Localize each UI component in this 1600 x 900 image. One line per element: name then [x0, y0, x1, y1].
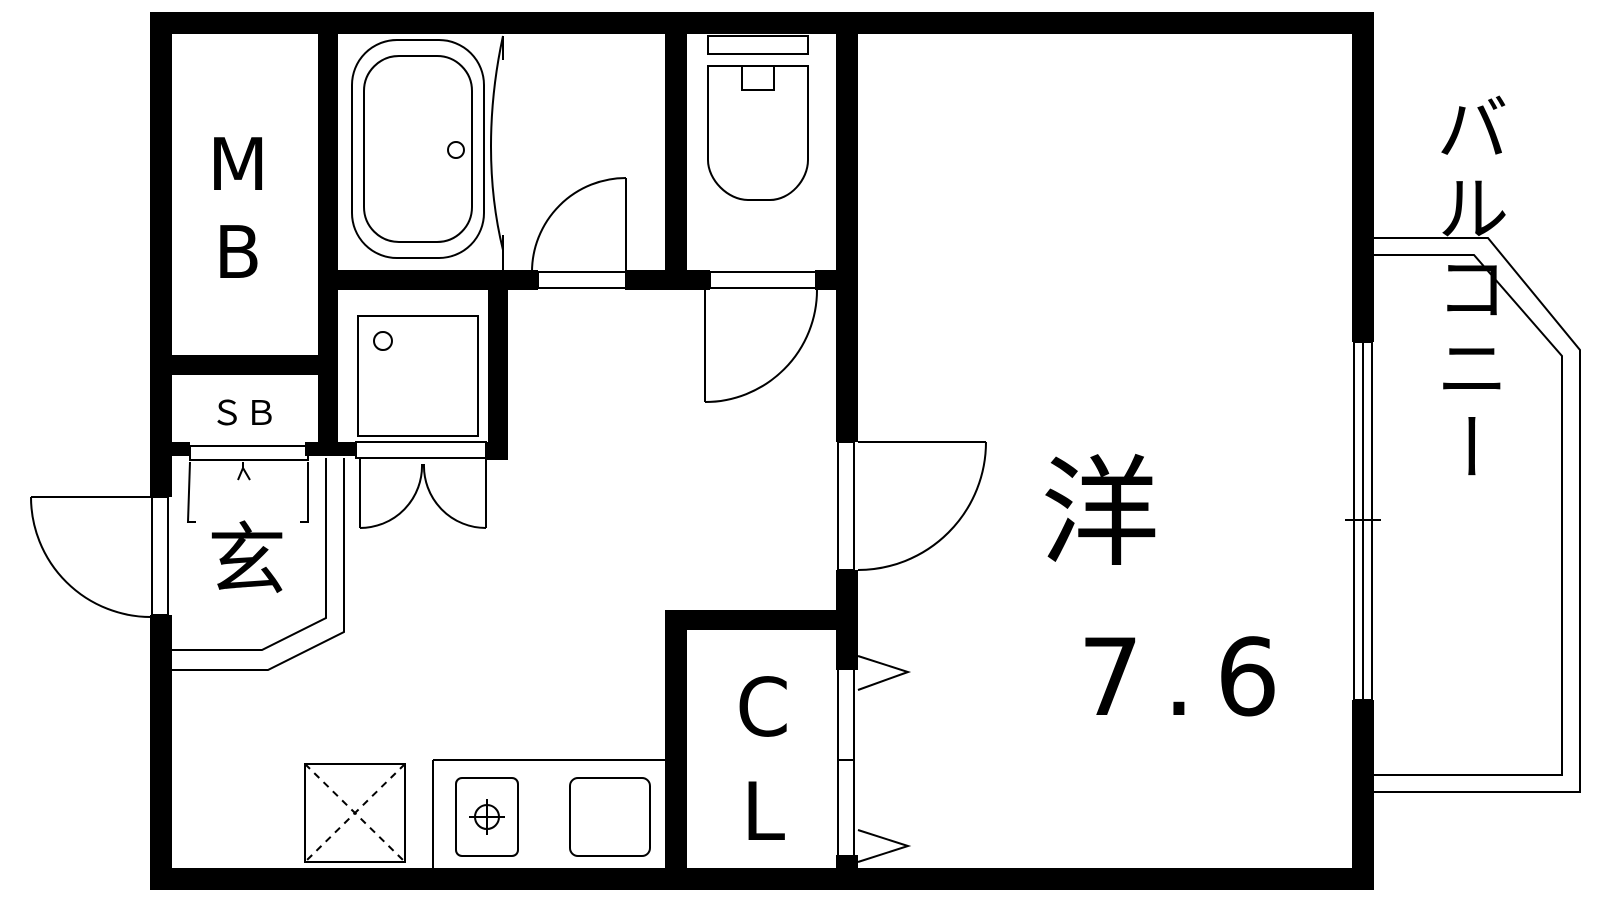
walls	[150, 12, 1374, 890]
entrance-area	[172, 445, 345, 671]
toilet	[707, 35, 809, 201]
balcony-window	[1345, 341, 1381, 701]
washing-machine	[357, 315, 479, 437]
closet-doors	[837, 655, 912, 863]
entrance-label: 玄	[207, 514, 287, 607]
bathroom-door	[531, 177, 627, 289]
western-room-label: 洋	[1040, 445, 1160, 584]
toilet-door	[704, 271, 818, 403]
balcony	[1374, 237, 1581, 793]
sb-label: ＳＢ	[210, 394, 278, 434]
room-door	[837, 441, 987, 571]
balcony-label: バルコニー	[1423, 90, 1509, 490]
mb-label-line1: M	[207, 123, 269, 207]
shoe-cabinet-doors	[355, 441, 487, 529]
closet-label-line2: L	[741, 766, 786, 859]
bathtub	[351, 35, 504, 270]
closet-label-line1: C	[735, 662, 791, 755]
entrance-door	[30, 496, 169, 619]
mb-label-line2: B	[213, 211, 262, 295]
kitchen-counter	[304, 759, 665, 868]
western-room-size: 7.6	[1077, 617, 1300, 740]
